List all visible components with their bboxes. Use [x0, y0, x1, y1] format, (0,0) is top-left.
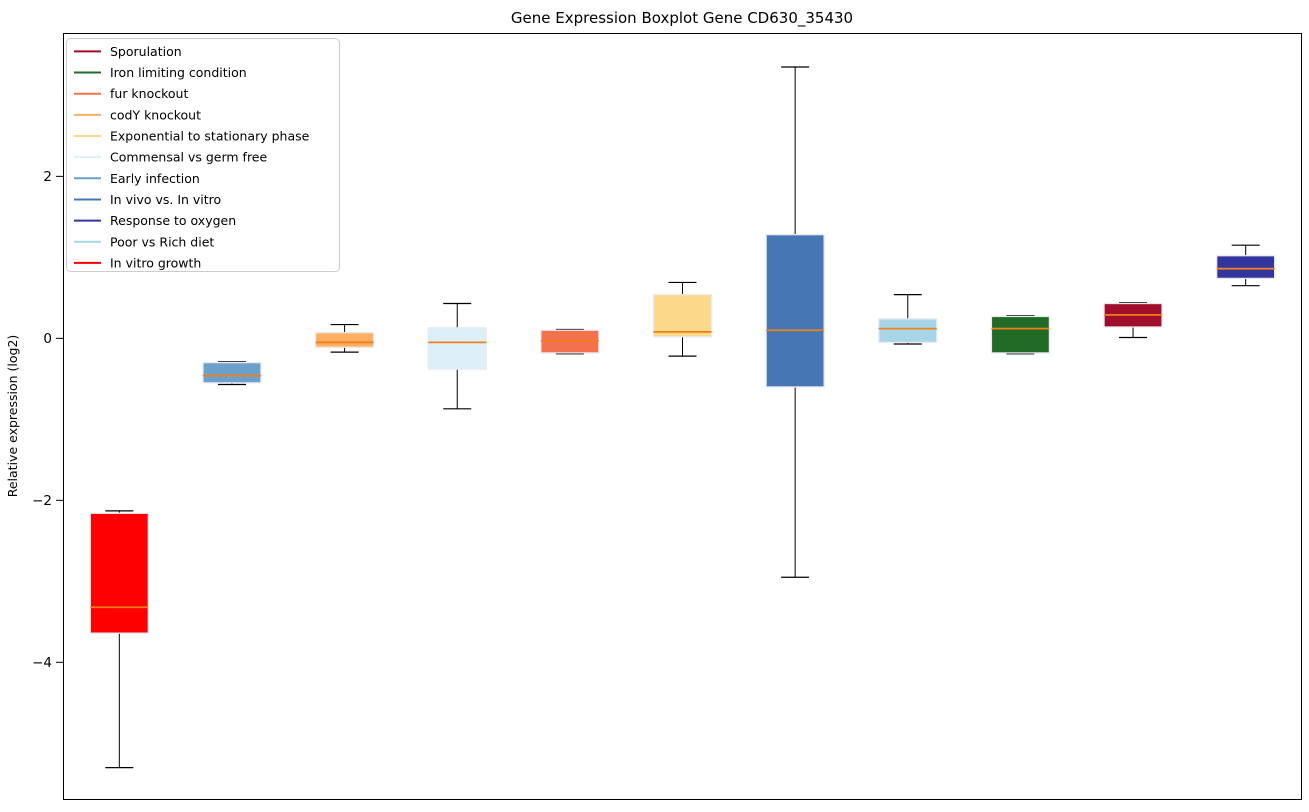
boxplot-in-vitro-growth [89, 510, 149, 769]
legend-item: Response to oxygen [74, 213, 236, 228]
boxes [89, 66, 1276, 769]
boxplot-cody-knockout [314, 323, 375, 353]
legend-item: In vivo vs. In vitro [74, 192, 221, 207]
legend-label: Commensal vs germ free [110, 150, 267, 165]
box [427, 327, 487, 370]
y-tick-label: −2 [32, 493, 52, 509]
box [89, 512, 149, 634]
legend-label: codY knockout [110, 107, 201, 122]
legend-item: Poor vs Rich diet [74, 234, 214, 249]
box [202, 361, 262, 384]
legend-label: Response to oxygen [110, 213, 236, 228]
legend-item: Early infection [74, 171, 200, 186]
chart-title: Gene Expression Boxplot Gene CD630_35430 [511, 9, 853, 28]
boxplot-sporulation [1103, 302, 1163, 339]
boxplot-poor-vs-rich-diet [878, 294, 938, 345]
box [1216, 255, 1276, 280]
boxplot-early-infection [202, 361, 262, 386]
plot-frame [63, 33, 1302, 800]
legend-item: In vitro growth [74, 255, 201, 270]
y-tick-label: 0 [43, 331, 52, 347]
legend-item: fur knockout [74, 86, 188, 101]
boxplot-response-to-oxygen [1216, 244, 1276, 287]
legend-label: Exponential to stationary phase [110, 129, 310, 144]
boxplot-fur-knockout [540, 328, 600, 355]
legend-label: Early infection [110, 171, 200, 186]
legend-label: Sporulation [110, 44, 182, 59]
legend-item: Iron limiting condition [74, 65, 247, 80]
y-axis: 2 0 −2 −4 [32, 169, 63, 671]
legend-item: Exponential to stationary phase [74, 129, 310, 144]
legend-item: codY knockout [74, 107, 201, 122]
y-axis-label: Relative expression (log2) [5, 335, 20, 498]
legend-item: Sporulation [74, 44, 182, 59]
box [878, 318, 938, 344]
y-tick-label: −4 [32, 655, 52, 671]
legend-label: Poor vs Rich diet [110, 234, 214, 249]
legend-label: In vitro growth [110, 255, 201, 270]
legend-item: Commensal vs germ free [74, 150, 267, 165]
boxplot-iron-limiting-condition [990, 315, 1051, 355]
boxplot-in-vivo-vs-in-vitro [765, 66, 825, 578]
legend-label: Iron limiting condition [110, 65, 247, 80]
box [314, 332, 375, 348]
box [990, 315, 1051, 354]
legend-box [66, 38, 340, 272]
legend-label: In vivo vs. In vitro [110, 192, 221, 207]
boxplot-commensal-vs-germ-free [427, 302, 487, 410]
box [652, 293, 713, 338]
y-tick-label: 2 [43, 169, 52, 185]
box [765, 234, 825, 388]
boxplot-exponential-to-stationary-phase [652, 281, 713, 357]
legend-label: fur knockout [110, 86, 188, 101]
